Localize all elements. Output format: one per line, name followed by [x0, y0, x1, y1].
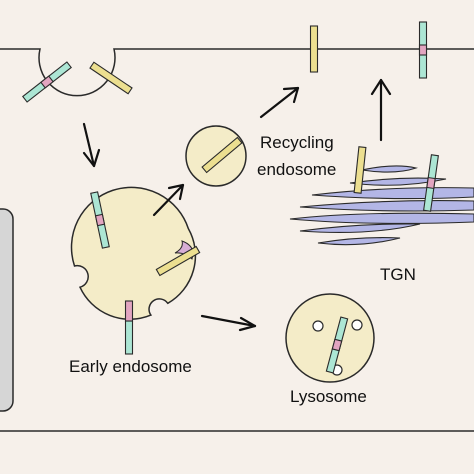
label-lysosome: Lysosome	[290, 387, 367, 406]
nucleus	[0, 208, 14, 412]
lysosome-vesicle	[351, 319, 363, 331]
arrow-early-to-lysosome	[200, 314, 257, 332]
plasma-membrane	[0, 48, 474, 97]
lysosome	[285, 293, 375, 383]
arrow-tgn-to-surface	[370, 78, 392, 142]
label-recycling-endosome: Recycling	[260, 133, 334, 152]
lysosome-vesicle	[312, 320, 324, 332]
label-tgn: TGN	[380, 265, 416, 284]
pit-banded-receptor	[22, 61, 72, 103]
label-early-endosome: Early endosome	[69, 357, 192, 376]
early-endosome-bottom-receptor	[124, 300, 134, 355]
surface-banded-receptor	[418, 21, 428, 79]
arrow-recycling-to-surface	[259, 86, 300, 119]
arrow-pit-to-early-endosome	[82, 122, 101, 168]
pit-yellow-receptor	[89, 61, 133, 95]
label-recycling-endosome-line2: endosome	[257, 160, 336, 179]
arrow-early-to-recycling	[152, 183, 185, 217]
surface-yellow-receptor	[309, 25, 319, 73]
